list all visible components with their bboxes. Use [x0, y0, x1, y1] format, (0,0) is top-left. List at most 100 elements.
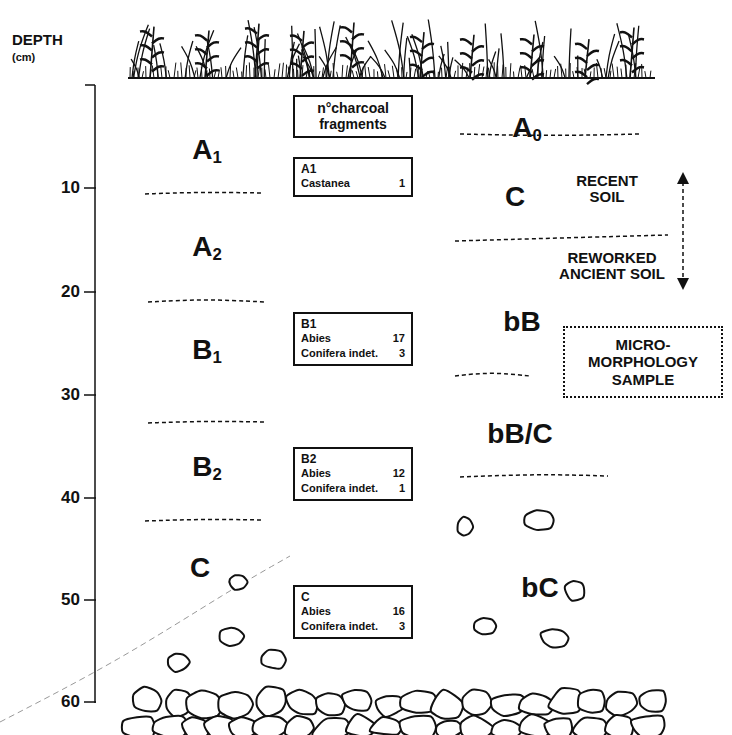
grass-blade — [154, 45, 159, 78]
sample-box: MICRO-MORPHOLOGY SAMPLE — [563, 326, 723, 398]
grass-blade — [407, 36, 418, 78]
grass-stroke — [406, 72, 407, 78]
fern-leaf — [257, 35, 269, 40]
fern-leaf — [290, 50, 302, 55]
sample-label: MICRO-MORPHOLOGY SAMPLE — [571, 336, 715, 388]
fern-leaf — [245, 42, 257, 47]
fern-leaf — [472, 46, 484, 51]
grass-stroke — [457, 65, 458, 78]
rock — [218, 692, 253, 718]
rock — [168, 654, 190, 672]
horizon-boundary — [145, 519, 262, 521]
fern-leaf — [340, 27, 352, 32]
horizon-name: C — [301, 590, 405, 604]
fern-leaf — [472, 74, 484, 79]
grass-blade — [597, 59, 603, 78]
charcoal-count-box: CAbies16Conifera indet.3 — [293, 585, 413, 639]
grass-blade — [542, 36, 545, 78]
axis-tick — [85, 84, 95, 86]
rock — [220, 628, 245, 646]
grass-blade — [501, 33, 504, 78]
taxon-name: Abies — [301, 604, 331, 618]
grass-blade — [264, 39, 266, 78]
fern-leaf — [422, 44, 434, 49]
horizon-label: bC — [521, 573, 558, 602]
grass-blade — [132, 41, 139, 78]
fern-leaf — [632, 53, 644, 58]
grass-stroke — [145, 66, 146, 78]
fern-leaf — [340, 55, 352, 60]
grass-stroke — [177, 71, 178, 78]
fragment-count: 1 — [399, 176, 405, 190]
taxon-row: Abies17 — [301, 331, 405, 345]
fern-leaf — [575, 72, 587, 77]
horizon-label: bB — [503, 307, 540, 336]
grass-blade — [404, 38, 407, 78]
grass-stroke — [377, 71, 379, 78]
fern-leaf — [532, 74, 544, 79]
fern-leaf — [290, 64, 302, 69]
taxon-row: Conifera indet.3 — [301, 346, 405, 360]
fern-leaf — [422, 72, 434, 77]
taxon-name: Abies — [301, 466, 331, 480]
taxon-row: Castanea 1 — [301, 176, 405, 190]
horizon-label: B2 — [192, 452, 222, 481]
grass-stroke — [388, 70, 390, 78]
axis-tick — [84, 394, 96, 396]
fern-leaf — [352, 34, 364, 39]
grass-blade — [182, 46, 195, 78]
arrow-head — [677, 278, 689, 290]
axis-tick — [84, 497, 96, 499]
taxon-name: Castanea — [301, 176, 350, 190]
grass-blade — [327, 21, 335, 78]
fern-leaf — [460, 39, 472, 44]
fern-leaf — [195, 49, 207, 54]
grass-stroke — [368, 67, 370, 78]
fern-leaf — [140, 31, 152, 36]
rock — [286, 690, 318, 715]
rock — [370, 717, 402, 735]
grass-stroke — [174, 63, 176, 78]
horizon-name: B1 — [301, 317, 405, 331]
horizon-boundary — [145, 192, 262, 194]
dashed-arrow-line — [682, 182, 684, 280]
grass-stroke — [265, 69, 266, 78]
rock — [261, 650, 286, 669]
fern-leaf — [152, 38, 164, 43]
grass-stroke — [282, 63, 283, 78]
table-header: n°charcoal fragments — [301, 100, 405, 132]
fern-leaf — [140, 59, 152, 64]
horizon-label: C — [505, 182, 525, 211]
grass-stroke — [346, 65, 347, 78]
fern-leaf — [587, 65, 599, 70]
grass-stroke — [612, 63, 614, 78]
grass-blade — [489, 52, 496, 78]
grass-stroke — [510, 63, 512, 78]
taxon-name: Conifera indet. — [301, 481, 378, 495]
fern-leaf — [410, 65, 422, 70]
horizon-label: A2 — [192, 232, 222, 261]
rock — [285, 716, 314, 735]
grass-stroke — [197, 68, 198, 78]
fragment-count: 12 — [393, 466, 405, 480]
grass-stroke — [352, 70, 354, 78]
grass-blade — [409, 58, 410, 78]
grass-blade — [392, 20, 404, 78]
grass-blade — [497, 48, 500, 78]
grass-stroke — [505, 67, 506, 78]
grass-stroke — [142, 71, 144, 78]
grass-blade — [554, 56, 565, 78]
rock — [565, 581, 584, 601]
rock — [578, 690, 605, 713]
arrow-head — [677, 172, 689, 184]
grass-blade — [292, 26, 293, 78]
horizon-name: B2 — [301, 452, 405, 466]
fern-leaf — [152, 66, 164, 71]
rock — [342, 690, 371, 711]
horizon-boundary — [148, 421, 265, 423]
grass-blade — [296, 59, 297, 78]
grass-stroke — [441, 68, 442, 78]
grass-stroke — [638, 68, 640, 78]
depth-value: 10 — [61, 179, 80, 197]
taxon-row: Abies 12 — [301, 466, 405, 480]
